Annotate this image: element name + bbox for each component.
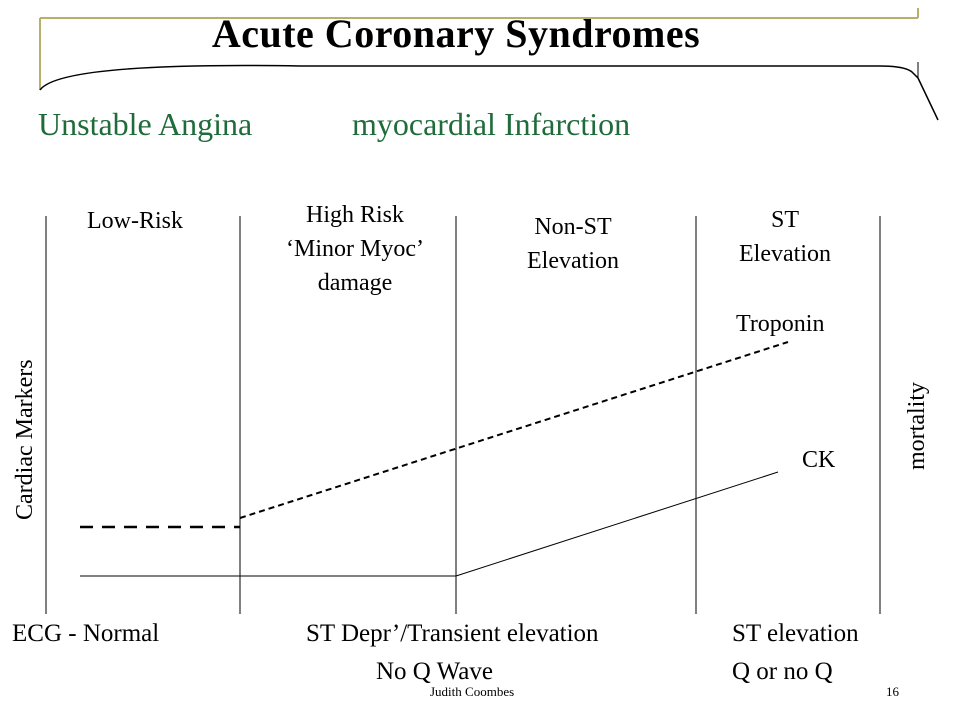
axis-label-cardiac-markers: Cardiac Markers bbox=[12, 359, 38, 520]
slide-title: Acute Coronary Syndromes bbox=[211, 11, 701, 56]
column-label-high-risk: High Risk ‘Minor Myoc’ damage bbox=[286, 202, 424, 296]
ecg-st-elevation-label: ST elevation bbox=[732, 620, 859, 647]
ecg-q-or-no-q-label: Q or no Q bbox=[732, 658, 833, 685]
ck-curve bbox=[80, 471, 779, 577]
subtitle-unstable-angina: Unstable Angina bbox=[38, 106, 253, 142]
ck-label: CK bbox=[802, 447, 836, 473]
column-dividers bbox=[45, 216, 881, 614]
page-number: 16 bbox=[886, 684, 899, 699]
subtitle-myocardial-infarction: myocardial Infarction bbox=[352, 106, 631, 142]
axis-label-mortality: mortality bbox=[904, 382, 930, 470]
column-label-non-st-elevation: Non-ST Elevation bbox=[527, 214, 619, 274]
column-label-st-elevation: ST Elevation bbox=[739, 207, 831, 267]
column-label-low-risk: Low-Risk bbox=[87, 208, 183, 234]
ecg-st-depression-label: ST Depr’/Transient elevation bbox=[306, 620, 599, 647]
ecg-normal-label: ECG - Normal bbox=[12, 620, 160, 647]
ecg-no-q-wave-label: No Q Wave bbox=[376, 658, 493, 685]
slide-frame bbox=[39, 8, 939, 121]
troponin-curve bbox=[80, 341, 789, 529]
troponin-label: Troponin bbox=[736, 311, 825, 337]
footer-author: Judith Coombes bbox=[430, 684, 515, 699]
